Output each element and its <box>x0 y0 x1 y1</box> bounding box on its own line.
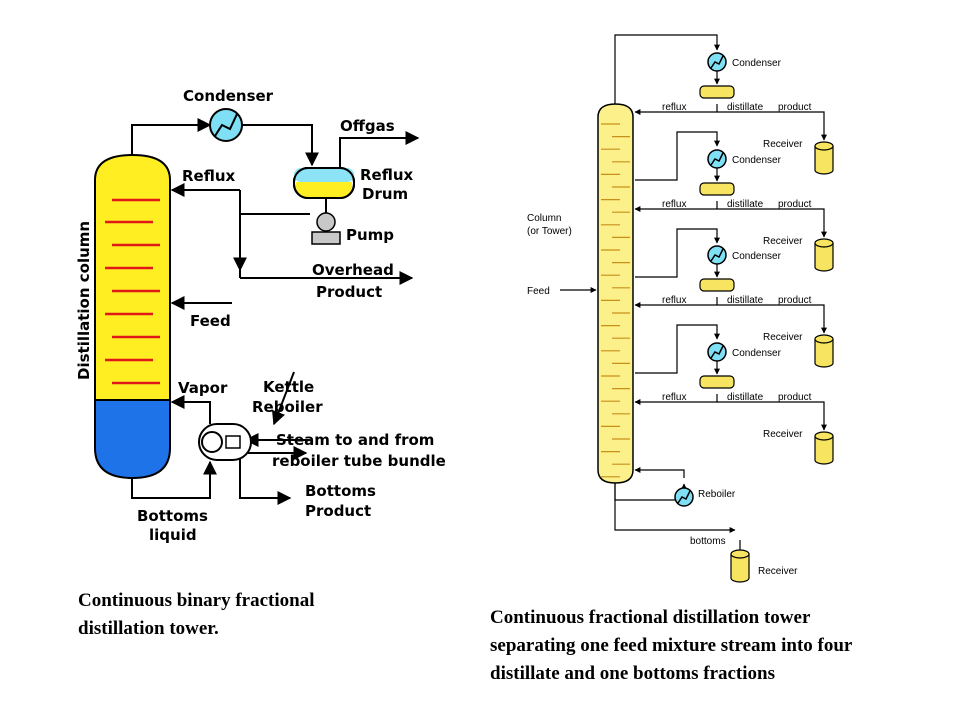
distillation-column <box>94 153 171 480</box>
overhead-label-2: Product <box>316 283 382 301</box>
condenser-icon <box>707 149 727 169</box>
steam-label-1: Steam to and from <box>276 431 434 449</box>
bottoms-liquid-label-2: liquid <box>149 526 197 544</box>
left-piping <box>131 118 420 505</box>
distillate-label: distillate <box>727 392 764 403</box>
receiver-label: Receiver <box>763 236 803 247</box>
column-label-1: Column <box>527 213 561 224</box>
receiver-icon <box>814 141 834 175</box>
receiver-label: Receiver <box>763 332 803 343</box>
product-label: product <box>778 102 812 113</box>
steam-label-2: reboiler tube bundle <box>272 452 446 470</box>
condenser-label: Condenser <box>732 58 782 69</box>
condenser-icon <box>707 245 727 265</box>
product-label: product <box>778 199 812 210</box>
distillate-label: distillate <box>727 295 764 306</box>
column-label: Distillation column <box>75 221 93 380</box>
condenser-label: Condenser <box>183 87 274 105</box>
condenser-label: Condenser <box>732 251 782 262</box>
bottoms-receiver-label: Receiver <box>758 566 798 577</box>
vapor-label: Vapor <box>178 379 228 397</box>
pump-icon <box>311 212 341 245</box>
kettle-reboiler-icon <box>198 423 252 461</box>
reboiler-label: Reboiler <box>698 489 736 500</box>
tall-column <box>597 103 634 484</box>
drum-icon <box>699 278 735 292</box>
bottoms-product-label-2: Product <box>305 502 371 520</box>
bottoms-receiver-icon <box>730 549 750 583</box>
reflux-drum-label-2: Drum <box>362 185 408 203</box>
receiver-icon <box>814 238 834 272</box>
kettle-label-2: Reboiler <box>252 398 323 416</box>
receiver-icon <box>814 334 834 368</box>
reflux-label: reflux <box>662 295 686 306</box>
reflux-drum-icon <box>293 167 355 199</box>
right-caption-line-1: Continuous fractional distillation tower <box>490 607 811 628</box>
bottoms-liquid-label-1: Bottoms <box>137 507 208 525</box>
reflux-label: reflux <box>662 392 686 403</box>
condenser-icon <box>707 52 727 72</box>
column-label-2: (or Tower) <box>527 226 572 237</box>
bottoms-product-label-1: Bottoms <box>305 482 376 500</box>
bottoms-label: bottoms <box>690 536 726 547</box>
feed-label: Feed <box>190 312 231 330</box>
kettle-label-1: Kettle <box>263 378 314 396</box>
reflux-label: reflux <box>662 199 686 210</box>
receiver-label: Receiver <box>763 429 803 440</box>
product-label: product <box>778 295 812 306</box>
condenser-icon <box>707 342 727 362</box>
right-piping <box>560 34 741 550</box>
condenser-icon <box>209 108 243 142</box>
left-caption-line-1: Continuous binary fractional <box>78 590 315 611</box>
drum-icon <box>699 375 735 389</box>
pump-label: Pump <box>346 226 394 244</box>
right-caption-line-2: separating one feed mixture stream into … <box>490 635 853 656</box>
reflux-label: Reflux <box>182 167 236 185</box>
condenser-label: Condenser <box>732 155 782 166</box>
overhead-label-1: Overhead <box>312 261 394 279</box>
reboiler-icon <box>674 487 694 507</box>
drum-icon <box>699 182 735 196</box>
feed-label: Feed <box>527 286 550 297</box>
binary-distillation-diagram: Condenser Offgas Reflux Reflux Drum Pump… <box>75 87 446 544</box>
offgas-label: Offgas <box>340 117 395 135</box>
distillate-label: distillate <box>727 199 764 210</box>
right-caption-line-3: distillate and one bottoms fractions <box>490 663 775 684</box>
distillate-label: distillate <box>727 102 764 113</box>
receiver-label: Receiver <box>763 139 803 150</box>
drum-icon <box>699 85 735 99</box>
reflux-label: reflux <box>662 102 686 113</box>
left-caption-line-2: distillation tower. <box>78 618 219 639</box>
reflux-drum-label-1: Reflux <box>360 166 414 184</box>
condenser-label: Condenser <box>732 348 782 359</box>
product-label: product <box>778 392 812 403</box>
receiver-icon <box>814 431 834 465</box>
